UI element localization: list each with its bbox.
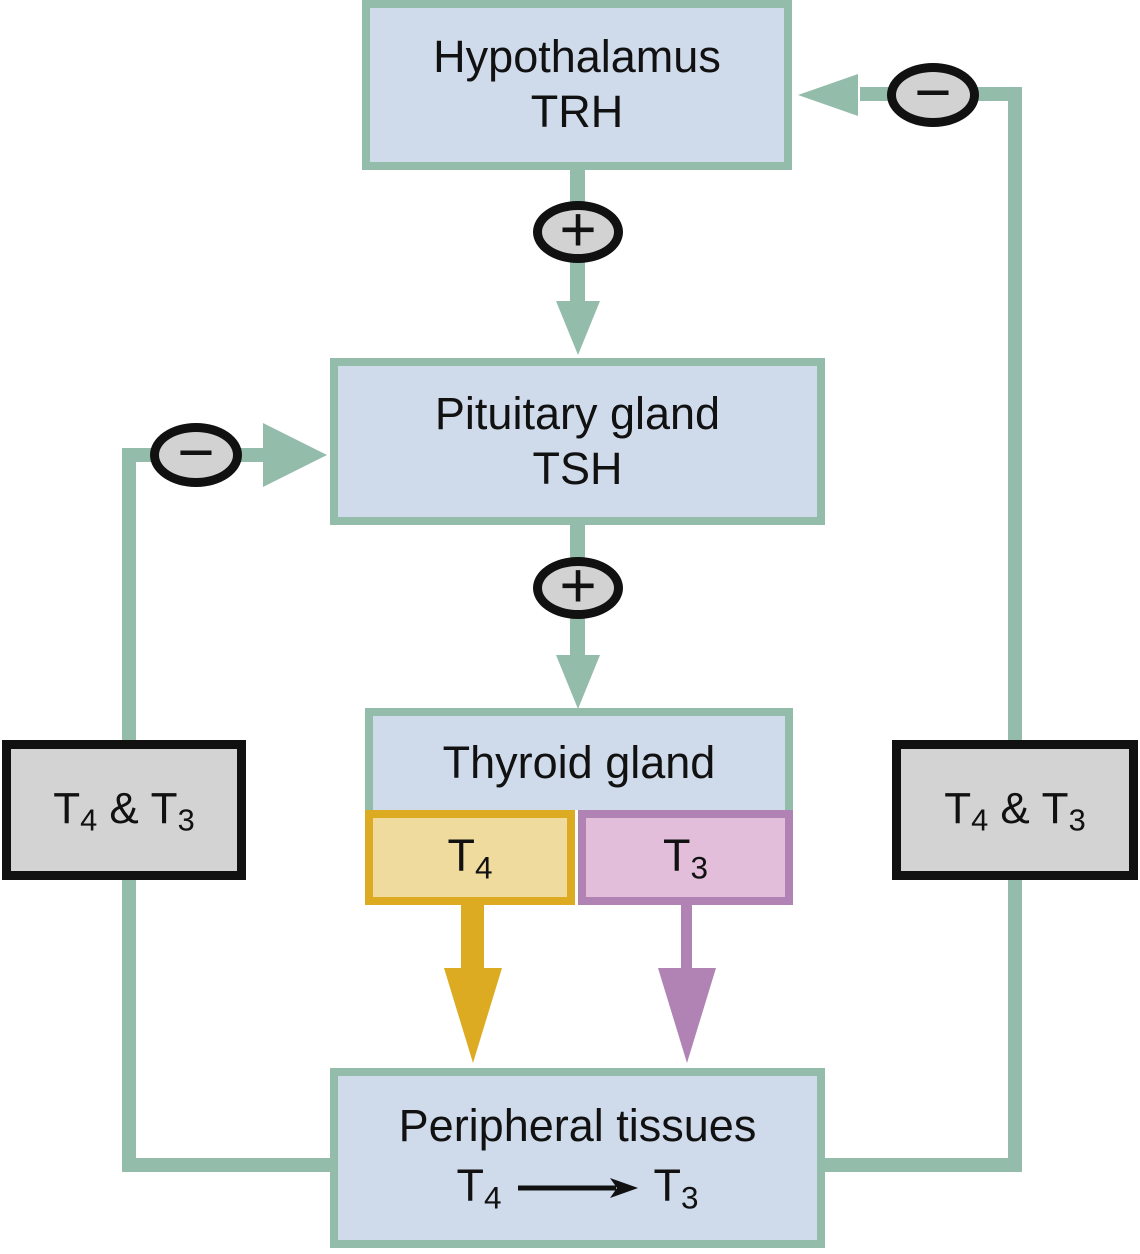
t4-arrowhead-down-icon [444, 968, 502, 1063]
hypothalamus-box: Hypothalamus TRH [362, 0, 792, 170]
t3-arrowhead-down-icon [658, 968, 716, 1063]
pituitary-label: Pituitary gland [434, 387, 721, 439]
tsh-plus-sign-icon: + [533, 553, 623, 619]
left-t4-t3-box: T4&T3 [2, 740, 246, 880]
right-feedback-arrowhead-left-icon [798, 74, 858, 116]
plus-sign-text: + [559, 549, 597, 621]
pituitary-hormone-label: TSH [532, 442, 623, 494]
plus-sign-text: + [559, 193, 597, 265]
trh-arrowhead-down-icon [556, 301, 600, 355]
right-feedback-bottom-hline [825, 1158, 1022, 1172]
minus-sign-text: − [177, 416, 215, 488]
trh-plus-sign-icon: + [533, 197, 623, 263]
thyroid-box: Thyroid gland [365, 708, 793, 810]
pituitary-box: Pituitary gland TSH [330, 358, 825, 525]
minus-sign-text: − [914, 56, 952, 128]
t3-label: T3 [662, 829, 709, 886]
t4-box: T4 [365, 810, 575, 905]
peripheral-tissues-label: Peripheral tissues [398, 1099, 757, 1151]
pituitary-minus-sign-icon: − [150, 416, 242, 488]
right-t4-t3-label: T4&T3 [944, 783, 1086, 837]
right-feedback-vline [1008, 87, 1022, 1172]
thyroid-label: Thyroid gland [442, 736, 716, 788]
hypothalamus-hormone-label: TRH [530, 86, 624, 137]
tsh-arrowhead-down-icon [556, 655, 600, 709]
hypothalamus-minus-sign-icon: − [887, 56, 979, 128]
t3-term: T3 [653, 1160, 699, 1216]
left-t4-t3-label: T4&T3 [53, 783, 195, 837]
peripheral-tissues-box: Peripheral tissues T4 T3 [330, 1068, 825, 1248]
right-t4-t3-box: T4&T3 [892, 740, 1138, 880]
t4-term: T4 [456, 1160, 502, 1216]
left-feedback-bottom-hline [122, 1158, 330, 1172]
t4-arrow-shaft [461, 905, 484, 971]
t4-to-t3-arrow-icon [517, 1178, 638, 1199]
t4-label: T4 [447, 829, 493, 886]
t3-arrow-shaft [681, 905, 692, 971]
t4-to-t3-conversion: T4 T3 [456, 1159, 698, 1217]
left-feedback-arrowhead-right-icon [263, 423, 327, 487]
hypothalamus-label: Hypothalamus [433, 31, 721, 83]
t3-box: T3 [578, 810, 793, 905]
